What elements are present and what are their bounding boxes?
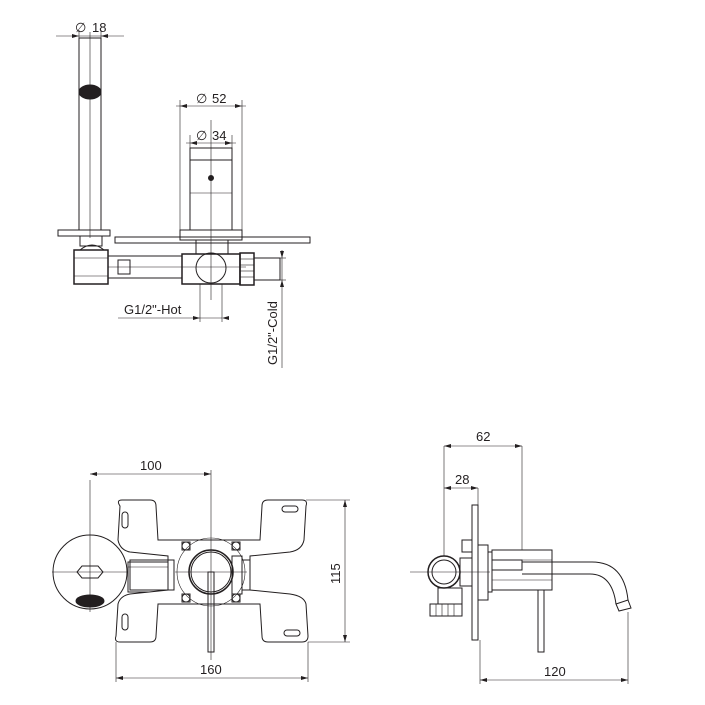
wall-plate-top [114,236,311,244]
dim-bracket-height: 115 [328,563,343,584]
dim-spout-diameter: 18 [92,20,106,35]
label-cold-inlet: G1/2"-Cold [265,301,280,365]
spout-side [522,561,629,601]
top-view: ∅ 18 [56,20,311,368]
dim-projection-body: 28 [455,472,469,487]
dim-stem-symbol: ∅ [196,128,207,143]
front-view: 100 115 160 [52,458,350,682]
dim-plate-symbol: ∅ [196,91,207,106]
dim-spout-symbol: ∅ [75,20,86,35]
wall-plate-side [471,504,479,641]
handle-stem-side [537,589,545,653]
spout-outlet [78,84,102,100]
mounting-bracket [115,499,309,643]
dim-projection-total: 62 [476,429,490,444]
spout-elbow [73,249,109,285]
label-hot-inlet: G1/2"-Hot [124,302,182,317]
dim-plate-diameter: 52 [212,91,226,106]
dim-bracket-width: 160 [200,662,222,677]
dim-spout-offset: 100 [140,458,162,473]
dim-stem-diameter: 34 [212,128,226,143]
side-view: 62 28 120 [410,429,632,684]
dim-spout-reach: 120 [544,664,566,679]
